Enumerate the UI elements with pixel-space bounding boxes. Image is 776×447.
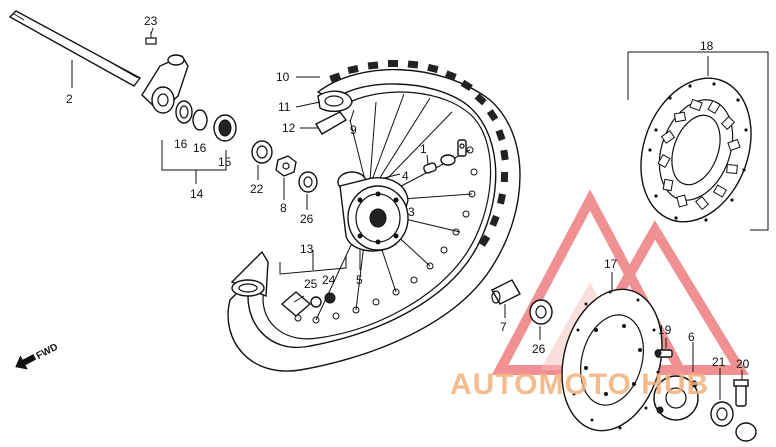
label-1: 1	[420, 142, 427, 156]
part-labels: 2 23 16 16 15 14 10 11 12 9 1 4 22 8 26 …	[66, 14, 750, 371]
tire	[227, 60, 521, 372]
bolt-19	[654, 349, 673, 358]
label-12: 12	[282, 121, 296, 135]
label-3: 3	[408, 205, 415, 219]
label-24: 24	[322, 273, 336, 287]
speedo-gear	[213, 114, 237, 142]
label-11: 11	[278, 100, 291, 114]
seal-21	[710, 401, 734, 427]
washer-16b	[192, 109, 208, 131]
label-8: 8	[280, 201, 287, 215]
fwd-arrow: FWD	[15, 342, 60, 370]
inner-tube	[317, 90, 353, 113]
label-20: 20	[736, 357, 750, 371]
label-2: 2	[66, 92, 73, 106]
axle	[8, 10, 142, 87]
wheel-hub	[337, 171, 409, 252]
bolt-20	[733, 379, 749, 407]
label-4: 4	[402, 169, 409, 183]
label-26a: 26	[300, 212, 314, 226]
label-19: 19	[658, 323, 672, 337]
valve-kit	[279, 250, 347, 317]
distance-collar	[491, 279, 521, 305]
label-15: 15	[218, 155, 232, 169]
label-16b: 16	[193, 141, 207, 155]
watermark-text: AUTOMOTO HUB	[450, 368, 709, 401]
label-17: 17	[604, 257, 618, 271]
label-13: 13	[300, 242, 314, 256]
label-18: 18	[700, 39, 714, 53]
seal-16a	[175, 100, 193, 124]
label-6: 6	[688, 330, 695, 344]
brake-disc-17	[561, 288, 663, 432]
bearing-26b	[529, 299, 553, 325]
leader-lines	[150, 27, 709, 348]
bearing-22	[251, 140, 273, 164]
speedo-drive-plate	[653, 375, 699, 421]
label-26b: 26	[532, 342, 546, 356]
label-7: 7	[500, 320, 507, 334]
label-21: 21	[712, 355, 726, 369]
valve-parts	[440, 139, 467, 166]
brake-disc-18-panel	[627, 51, 769, 231]
speedo-housing	[141, 54, 189, 114]
label-9: 9	[350, 123, 357, 137]
nut-8	[275, 155, 297, 177]
fwd-label: FWD	[35, 342, 60, 362]
label-16a: 16	[174, 137, 188, 151]
bearing-26a	[298, 171, 318, 193]
spoke-nipple	[423, 162, 437, 174]
label-14: 14	[190, 187, 204, 201]
axle-nut	[735, 422, 757, 442]
tire-section	[230, 250, 269, 298]
label-5: 5	[356, 273, 363, 287]
label-10: 10	[276, 70, 290, 84]
rim-strip	[315, 111, 348, 135]
label-25: 25	[304, 277, 318, 291]
label-22: 22	[250, 182, 264, 196]
label-23: 23	[144, 14, 158, 28]
